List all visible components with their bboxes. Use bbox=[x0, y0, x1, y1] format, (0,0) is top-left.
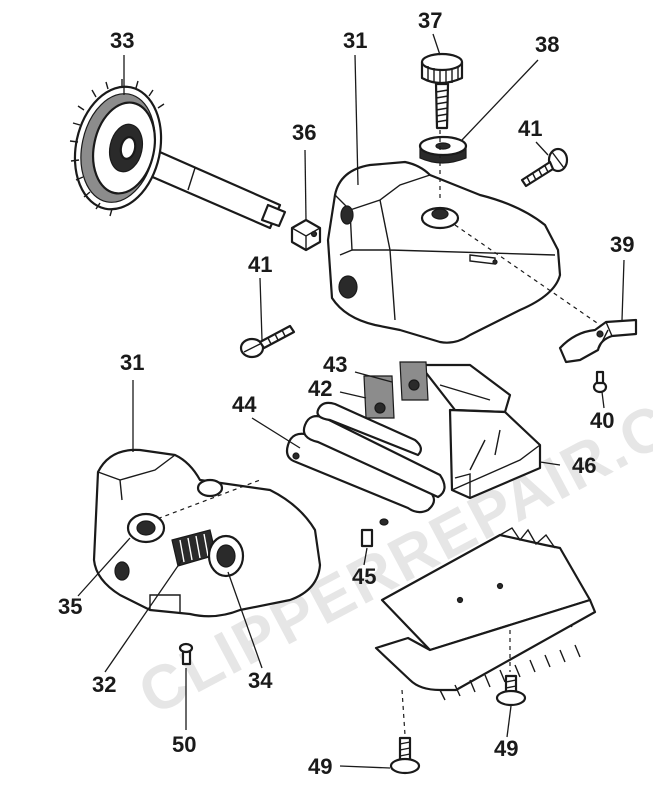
callout-42: 42 bbox=[308, 376, 332, 401]
callout-49-left: 49 bbox=[308, 754, 332, 779]
callout-36: 36 bbox=[292, 120, 316, 145]
callout-41-right: 41 bbox=[518, 116, 542, 141]
callout-40: 40 bbox=[590, 408, 614, 433]
callout-32: 32 bbox=[92, 672, 116, 697]
callout-35: 35 bbox=[58, 594, 82, 619]
callout-44: 44 bbox=[232, 392, 257, 417]
knurled-screw-part bbox=[420, 52, 464, 130]
callout-31-bottom: 31 bbox=[120, 350, 144, 375]
washer-part bbox=[418, 135, 468, 164]
callout-39: 39 bbox=[610, 232, 634, 257]
callout-49-right: 49 bbox=[494, 736, 518, 761]
callout-labels: 33 31 36 37 38 41 41 39 40 43 42 44 46 3… bbox=[58, 8, 634, 779]
bushing-35-part bbox=[126, 512, 166, 544]
small-screws-part bbox=[178, 528, 527, 775]
leader-lines bbox=[77, 33, 625, 769]
screw-left-part bbox=[239, 324, 296, 359]
small-screw-40-part bbox=[592, 370, 608, 394]
blade-set-part bbox=[374, 527, 597, 701]
assembly-dashed-lines bbox=[401, 130, 601, 736]
clamp-part bbox=[558, 318, 638, 364]
housing-top-part bbox=[326, 160, 562, 344]
callout-31-top: 31 bbox=[343, 28, 367, 53]
callout-34: 34 bbox=[248, 668, 273, 693]
screw-right-part bbox=[520, 147, 569, 188]
callout-46: 46 bbox=[572, 453, 596, 478]
gear-shaft-part bbox=[69, 79, 287, 230]
callout-41-left: 41 bbox=[248, 252, 272, 277]
callout-37: 37 bbox=[418, 8, 442, 33]
bracket-part bbox=[418, 363, 542, 500]
callout-38: 38 bbox=[535, 32, 559, 57]
small-block-part bbox=[290, 218, 322, 252]
callout-33: 33 bbox=[110, 28, 134, 53]
callout-43: 43 bbox=[323, 352, 347, 377]
lever-plates-part bbox=[285, 401, 446, 526]
threaded-insert-32-part bbox=[171, 529, 217, 567]
callout-50: 50 bbox=[172, 732, 196, 757]
pads-part bbox=[363, 361, 429, 419]
nut-34-part bbox=[207, 534, 245, 578]
callout-45: 45 bbox=[352, 564, 376, 589]
